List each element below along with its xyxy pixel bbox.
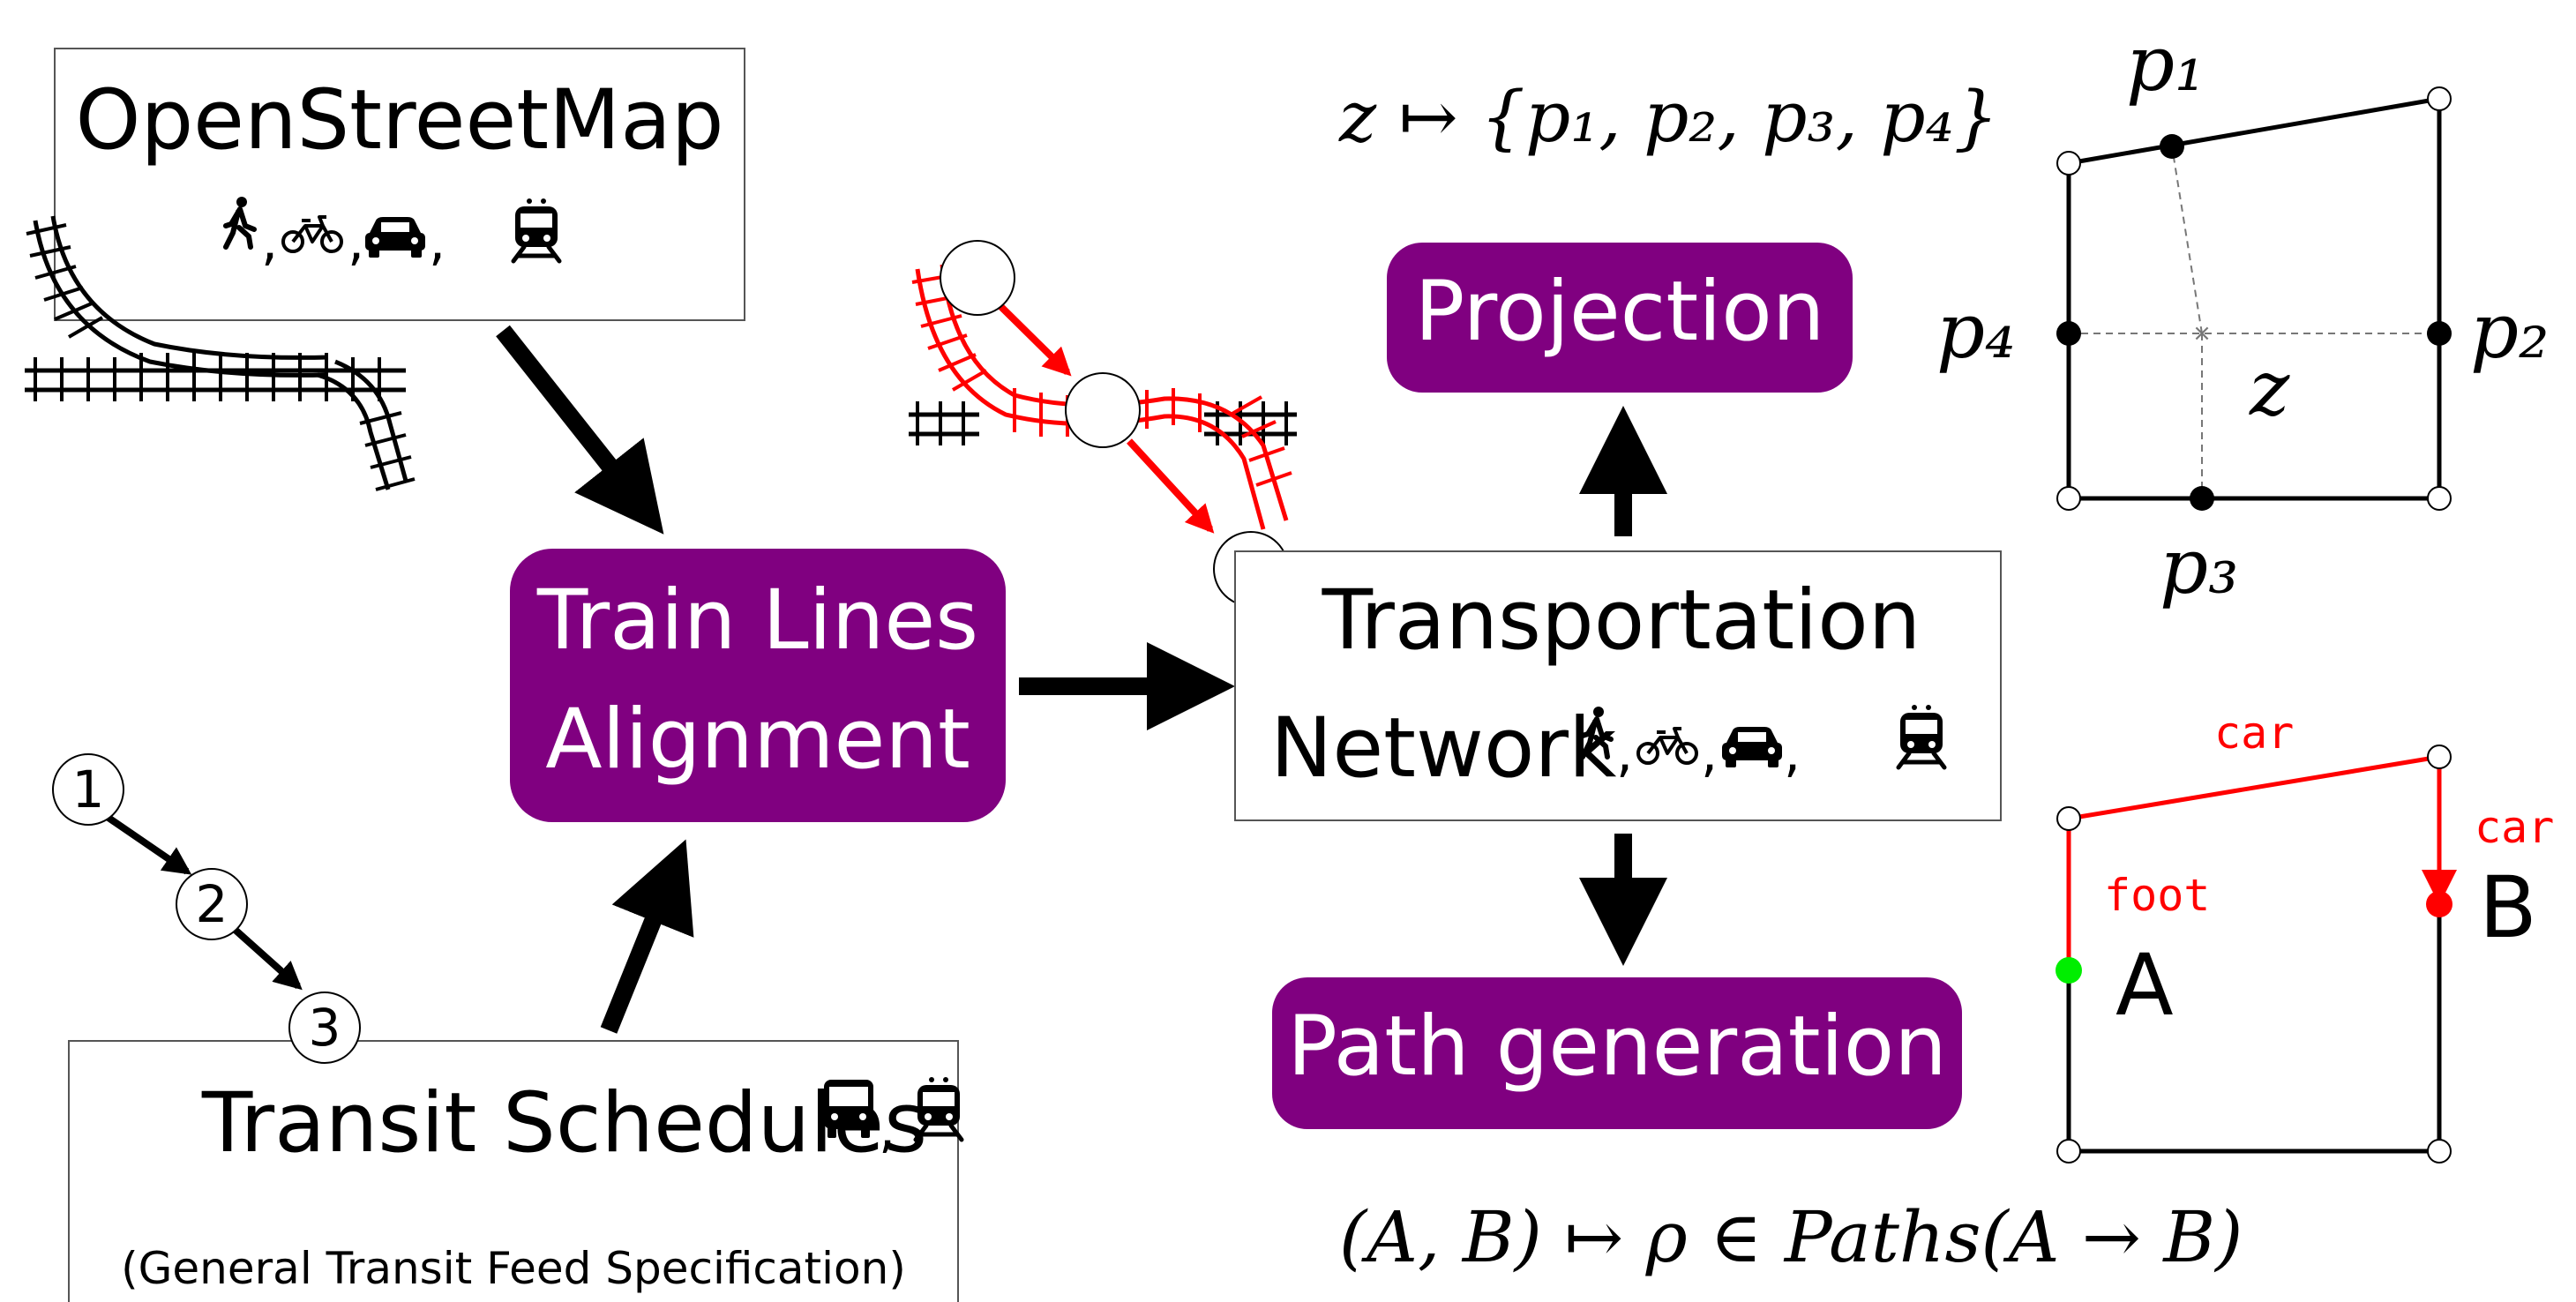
svg-text:2: 2 (196, 874, 228, 934)
projected-point-p4 (2056, 321, 2081, 346)
stop-node: 2 (1065, 372, 1141, 448)
corner-node (2427, 745, 2452, 769)
corner-node (2056, 151, 2081, 176)
corner-node (2056, 806, 2081, 831)
svg-text:1: 1 (72, 760, 105, 819)
label-p3: p₃ (2160, 523, 2239, 611)
stop-node: 2 (176, 868, 248, 940)
network-line2: Network (1270, 700, 1617, 797)
openstreetmap-source: OpenStreetMap , , , (54, 48, 745, 321)
projection-example: × p₁ p₂ p₃ p₄ z (1936, 20, 2550, 611)
openstreetmap-title: OpenStreetMap (75, 72, 723, 168)
transit-schedules-source: Transit Schedules , (General Transit Fee… (68, 1040, 962, 1302)
network-icon-separator: , (1616, 722, 1633, 784)
label-p2: p₂ (2470, 288, 2550, 376)
corner-node (2056, 1139, 2081, 1164)
arrow-gtfs-to-alignment (600, 839, 694, 1034)
projected-point-p2 (2427, 321, 2452, 346)
label-z: z (2249, 345, 2290, 433)
stop-node: 3 (288, 991, 361, 1064)
projection-box (1387, 243, 1853, 393)
alignment-line2: Alignment (545, 692, 970, 788)
path-generation-node: Path generation (1272, 977, 1962, 1129)
edge-label-car-top: car (2214, 707, 2294, 759)
corner-node (2056, 486, 2081, 511)
edge-car-top (2068, 754, 2440, 821)
start-point-a (2056, 957, 2082, 984)
edge-label-foot: foot (2104, 870, 2210, 921)
end-point-b (2426, 891, 2452, 917)
projection-origin-mark: × (2192, 320, 2212, 347)
openstreetmap-box (54, 48, 745, 321)
projection-node: Projection (1387, 243, 1853, 393)
svg-text:3: 3 (309, 998, 341, 1058)
stop-node: 1 (52, 753, 124, 826)
network-line1: Transportation (1322, 572, 1921, 669)
train-lines-alignment-node: Train Lines Alignment (510, 549, 1006, 822)
arrow-osm-to-alignment (496, 325, 664, 535)
edge-label-car-right: car (2475, 802, 2554, 853)
path-generation-label: Path generation (1287, 999, 1947, 1095)
label-p1: p₁ (2126, 20, 2205, 108)
projected-point-p3 (2190, 486, 2214, 511)
osm-railway-drawing (25, 215, 416, 491)
transit-schedules-title: Transit Schedules (201, 1075, 927, 1171)
network-box (1234, 550, 2002, 821)
osm-icon-separator: , (261, 211, 278, 273)
network-mode-icons: , , , (1583, 705, 1944, 784)
label-b: B (2479, 858, 2537, 957)
path-formula: (A, B) ↦ ρ ∈ Paths(A → B) (1339, 1196, 2243, 1278)
transit-schedules-subtitle: (General Transit Feed Specification) (121, 1243, 906, 1294)
transportation-network-node: Transportation Network , , , (1234, 550, 2002, 821)
projection-formula: z ↦ {p₁, p₂, p₃, p₄} (1338, 76, 1999, 158)
gtfs-stop-sequence: 1 2 3 (52, 753, 361, 1064)
stop-node: 1 (940, 240, 1015, 316)
osm-icon-separator: , (348, 211, 364, 273)
path-example: car car foot A B (2056, 707, 2554, 1164)
network-icon-separator: , (1784, 722, 1801, 784)
alignment-box (510, 549, 1006, 822)
network-icon-separator: , (1701, 722, 1718, 784)
gtfs-mode-icons: , (824, 1077, 962, 1160)
corner-node (2427, 86, 2452, 111)
alignment-line1: Train Lines (536, 572, 978, 669)
projected-point-p1 (2160, 134, 2184, 159)
corner-node (2427, 1139, 2452, 1164)
label-a: A (2115, 936, 2174, 1035)
label-p4: p₄ (1936, 288, 2016, 376)
transit-schedules-box (68, 1040, 959, 1302)
corner-node (2427, 486, 2452, 511)
gtfs-icon-separator: , (879, 1098, 895, 1160)
path-generation-box (1272, 977, 1962, 1129)
flow-arrows (496, 325, 1667, 1034)
osm-icon-separator: , (429, 211, 446, 273)
osm-mode-icons: , , , (226, 197, 559, 273)
projection-label: Projection (1415, 264, 1825, 360)
